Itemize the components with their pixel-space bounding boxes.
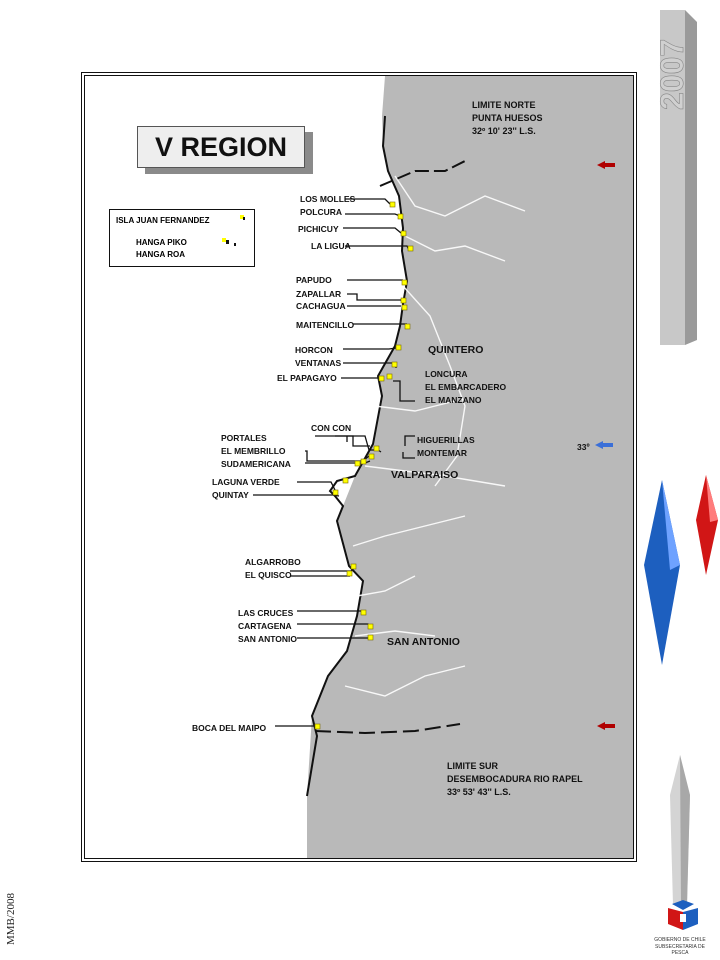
marker-loncura: [386, 373, 393, 380]
north-limit-arrow-icon: [597, 161, 615, 169]
inset-label-hanga-roa: HANGA ROA: [136, 250, 186, 259]
marker-san-antonio: [367, 634, 374, 641]
land-area: [307, 76, 633, 858]
label-maitencillo: MAITENCILLO: [296, 320, 355, 330]
label-boca-del-maipo: BOCA DEL MAIPO: [192, 723, 267, 733]
marker-boca-del-maipo: [314, 723, 321, 730]
marker-zapallar: [400, 297, 407, 304]
south-limit-line3: 33º 53' 43'' L.S.: [447, 787, 511, 797]
marker-horcon: [395, 344, 402, 351]
label-portales: PORTALES: [221, 433, 267, 443]
north-limit-line1: LIMITE NORTE: [472, 100, 536, 110]
chile-government-logo: [668, 900, 698, 930]
label-el-embarcadero: EL EMBARCADERO: [425, 382, 507, 392]
city-quintero: QUINTERO: [428, 344, 484, 356]
label-las-cruces: LAS CRUCES: [238, 608, 294, 618]
marker-pichicuy: [400, 230, 407, 237]
label-ventanas: VENTANAS: [295, 358, 342, 368]
label-con-con: CON CON: [311, 423, 352, 433]
marker-maitencillo: [404, 323, 411, 330]
marker-polcura: [397, 213, 404, 220]
map-frame: V REGION ISLA JUAN FERNANDEZ HANGA PIKO …: [81, 72, 637, 862]
marker-con-con: [373, 445, 380, 452]
label-los-molles: LOS MOLLES: [300, 194, 356, 204]
label-montemar: MONTEMAR: [417, 448, 468, 458]
label-el-quisco: EL QUISCO: [245, 570, 292, 580]
north-limit-line2: PUNTA HUESOS: [472, 113, 543, 123]
marker-laguna-verde: [342, 477, 349, 484]
label-pichicuy: PICHICUY: [298, 224, 339, 234]
label-higuerillas: HIGUERILLAS: [417, 435, 475, 445]
grey-spike-decoration: [670, 755, 690, 905]
juan-fernandez-inset: ISLA JUAN FERNANDEZ HANGA PIKO HANGA ROA: [109, 209, 255, 267]
label-el-membrillo: EL MEMBRILLO: [221, 446, 286, 456]
north-limit-line: [379, 160, 466, 187]
label-quintay: QUINTAY: [212, 490, 249, 500]
coast-markers: [314, 201, 414, 730]
label-san-antonio: SAN ANTONIO: [238, 634, 298, 644]
marker-sudamericana: [354, 460, 361, 467]
city-san-antonio: SAN ANTONIO: [387, 636, 460, 648]
south-limit-line2: DESEMBOCADURA RIO RAPEL: [447, 774, 583, 784]
marker-el-membrillo: [360, 458, 367, 465]
marker-los-molles: [389, 201, 396, 208]
marker-ventanas: [391, 361, 398, 368]
inset-island-markers: [222, 215, 245, 246]
inset-label-hanga-piko: HANGA PIKO: [136, 238, 187, 247]
label-loncura: LONCURA: [425, 369, 468, 379]
marker-papudo: [401, 279, 408, 286]
marker-algarrobo: [350, 563, 357, 570]
label-sudamericana: SUDAMERICANA: [221, 459, 291, 469]
marker-el-papagayo: [378, 375, 385, 382]
marker-cachagua: [401, 304, 408, 311]
label-la-ligua: LA LIGUA: [311, 241, 351, 251]
marker-quintay: [332, 489, 339, 496]
year-text: 2007: [655, 39, 690, 110]
north-limit-line3: 32º 10' 23'' L.S.: [472, 126, 536, 136]
south-limit-line: [314, 723, 461, 735]
label-el-papagayo: EL PAPAGAYO: [277, 373, 337, 383]
label-algarrobo: ALGARROBO: [245, 557, 301, 567]
label-papudo: PAPUDO: [296, 275, 332, 285]
label-laguna-verde: LAGUNA VERDE: [212, 477, 280, 487]
south-limit-arrow-icon: [597, 722, 615, 730]
label-cachagua: CACHAGUA: [296, 301, 346, 311]
marker-las-cruces: [360, 609, 367, 616]
lat-33-label: 33º: [577, 442, 590, 452]
city-valparaiso: VALPARAISO: [391, 469, 459, 481]
credit-text: MMB/2008: [5, 893, 17, 945]
inset-title: ISLA JUAN FERNANDEZ: [116, 216, 210, 225]
lat-33-arrow-icon: [595, 441, 613, 449]
road-network: [344, 175, 526, 697]
year-watermark: 2007: [655, 10, 697, 345]
blue-red-diamonds-decoration: [644, 475, 718, 665]
marker-la-ligua: [407, 245, 414, 252]
label-horcon: HORCON: [295, 345, 333, 355]
south-limit-line1: LIMITE SUR: [447, 761, 498, 771]
label-el-manzano: EL MANZANO: [425, 395, 482, 405]
logo-text-1: GOBIERNO DE CHILE: [654, 937, 706, 943]
label-cartagena: CARTAGENA: [238, 621, 292, 631]
map-title: V REGION: [137, 126, 305, 168]
logo-text-2: SUBSECRETARIA DE PESCA: [655, 944, 705, 956]
map-base: [253, 76, 633, 858]
marker-el-quisco: [346, 570, 353, 577]
label-polcura: POLCURA: [300, 207, 343, 217]
marker-cartagena: [367, 623, 374, 630]
marker-portales: [368, 453, 375, 460]
label-zapallar: ZAPALLAR: [296, 289, 342, 299]
